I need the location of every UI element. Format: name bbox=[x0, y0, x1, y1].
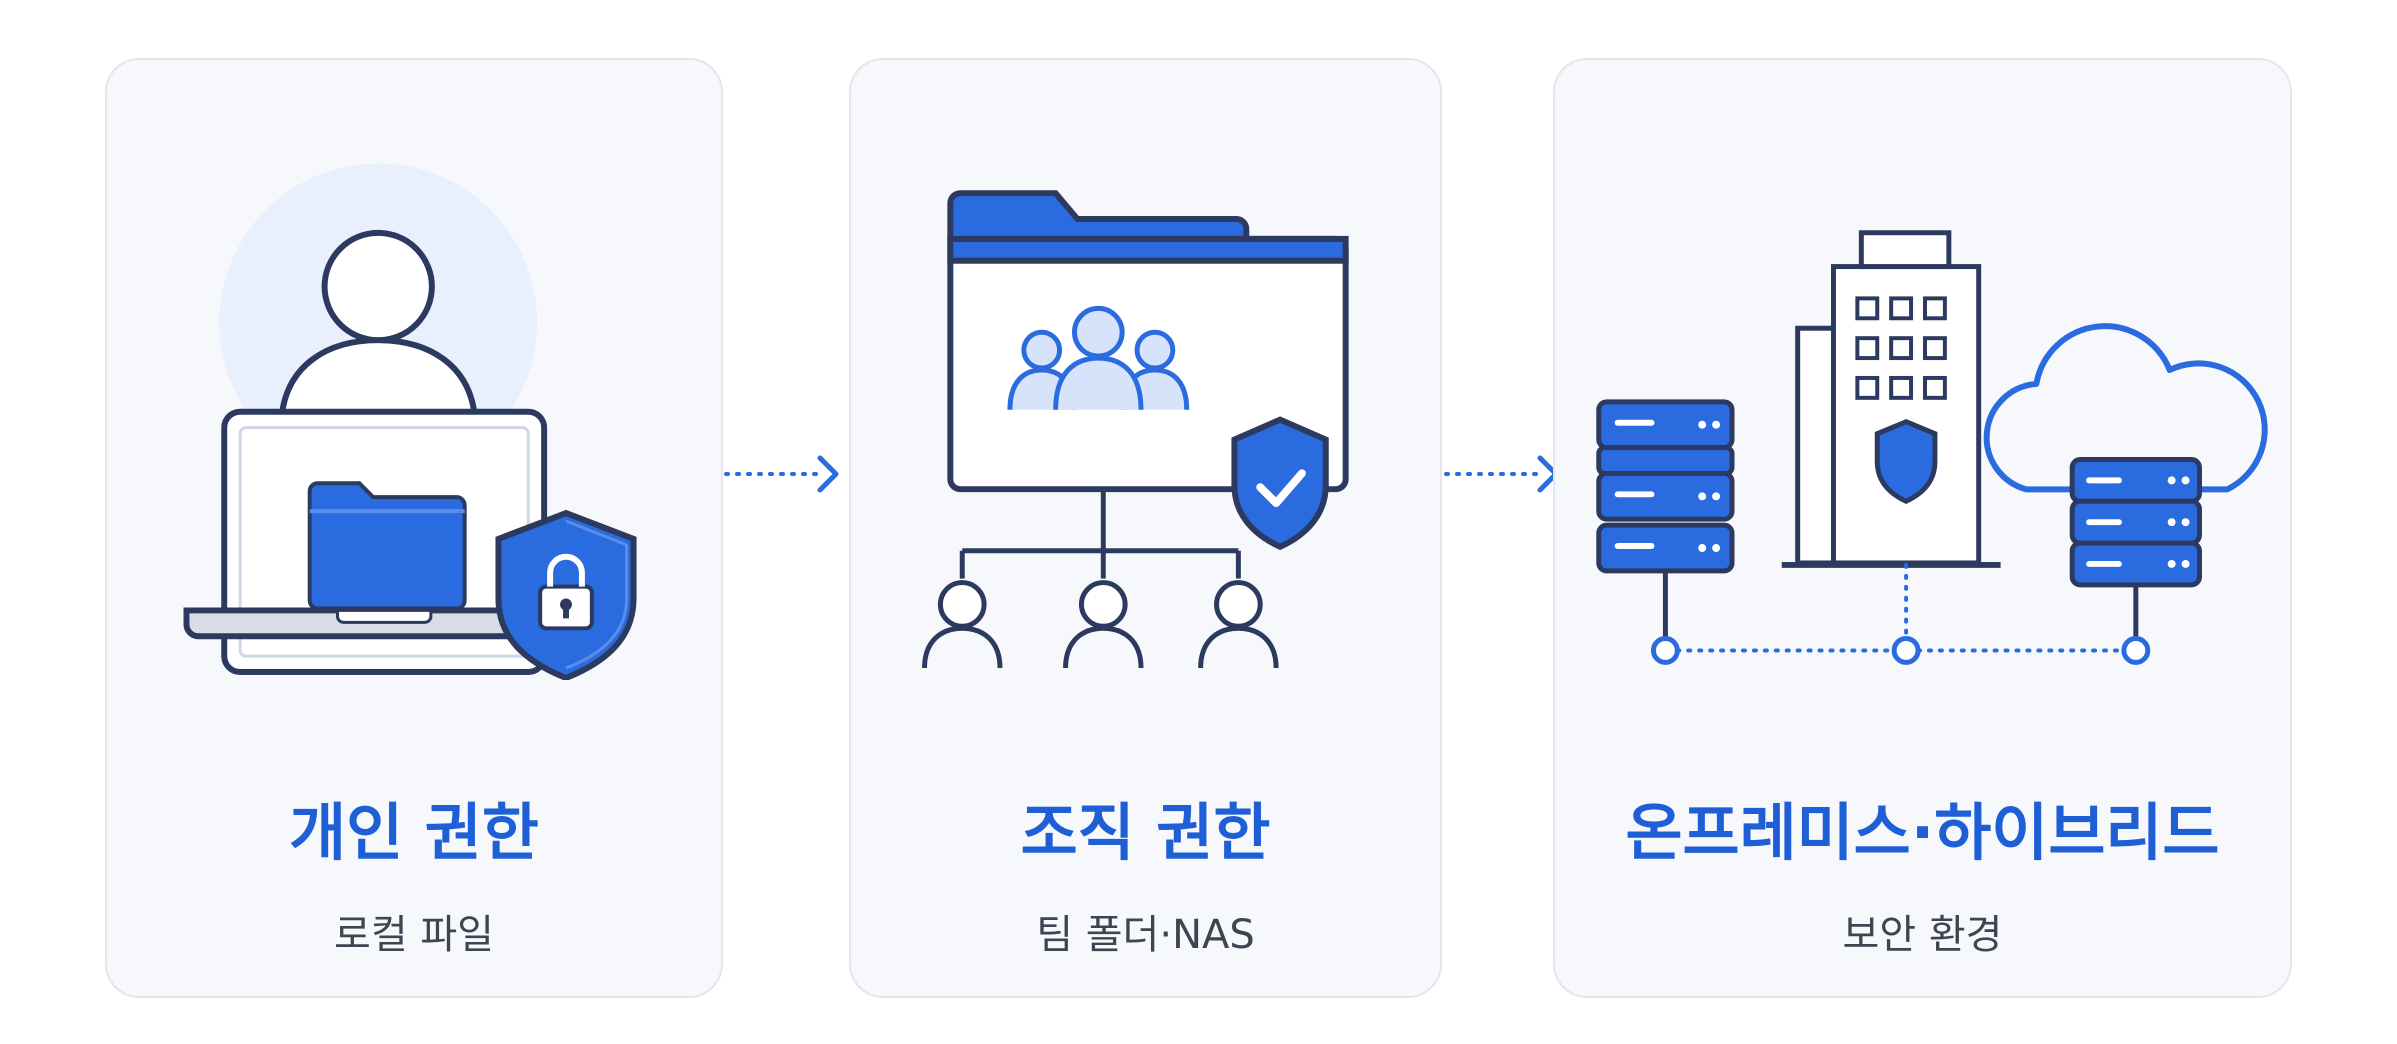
dotted-arrow-icon bbox=[722, 444, 842, 504]
step-subtitle: 팀 폴더·NAS bbox=[1036, 912, 1255, 958]
servers-building-cloud-icon bbox=[1555, 60, 2290, 680]
step-card-personal: 개인 권한 로컬 파일 bbox=[105, 58, 723, 998]
step-subtitle: 로컬 파일 bbox=[334, 912, 494, 958]
step-title: 개인 권한 bbox=[289, 796, 539, 869]
step-card-organization: 조직 권한 팀 폴더·NAS bbox=[849, 58, 1442, 998]
team-folder-shield-icon bbox=[851, 60, 1440, 680]
step-subtitle: 보안 환경 bbox=[1842, 912, 2003, 958]
dotted-arrow-icon bbox=[1442, 444, 1562, 504]
step-card-hybrid: 온프레미스·하이브리드 보안 환경 bbox=[1553, 58, 2292, 998]
step-title: 온프레미스·하이브리드 bbox=[1625, 796, 2220, 869]
user-laptop-lock-icon bbox=[107, 60, 721, 680]
step-title: 조직 권한 bbox=[1020, 796, 1271, 869]
